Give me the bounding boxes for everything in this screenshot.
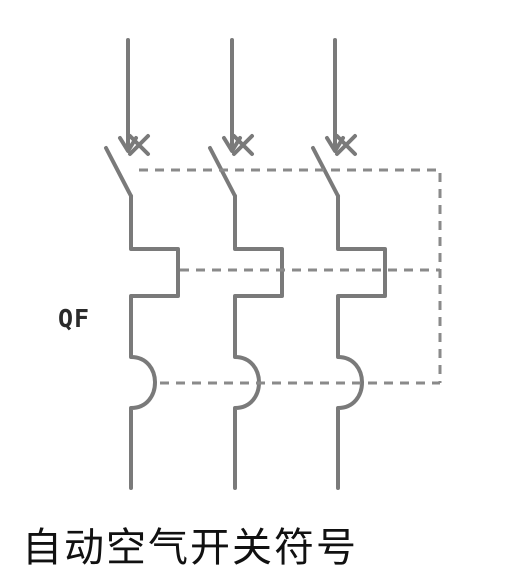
pole-2-switch-blade [208, 146, 237, 198]
breaker-poles [104, 38, 387, 490]
pole-1 [104, 38, 180, 490]
mechanical-link-top [139, 168, 442, 383]
pole-3-trip-element [336, 194, 387, 490]
pole-2-breaker-cross [232, 134, 254, 156]
pole-1-switch-blade [104, 146, 133, 198]
pole-1-breaker-cross [128, 134, 150, 156]
pole-1-arrow-head [118, 136, 138, 153]
breaker-designator-label: QF [58, 304, 91, 333]
pole-2-arrow-head [222, 136, 242, 153]
mechanical-links [139, 168, 442, 385]
pole-2-trip-element [233, 194, 284, 490]
pole-3 [311, 38, 387, 490]
diagram-caption: 自动空气开关符号 [22, 525, 358, 571]
pole-3-arrow-head [325, 136, 345, 153]
pole-2 [208, 38, 284, 490]
pole-3-breaker-cross [335, 134, 357, 156]
pole-1-trip-element [129, 194, 180, 490]
pole-3-switch-blade [311, 146, 340, 198]
